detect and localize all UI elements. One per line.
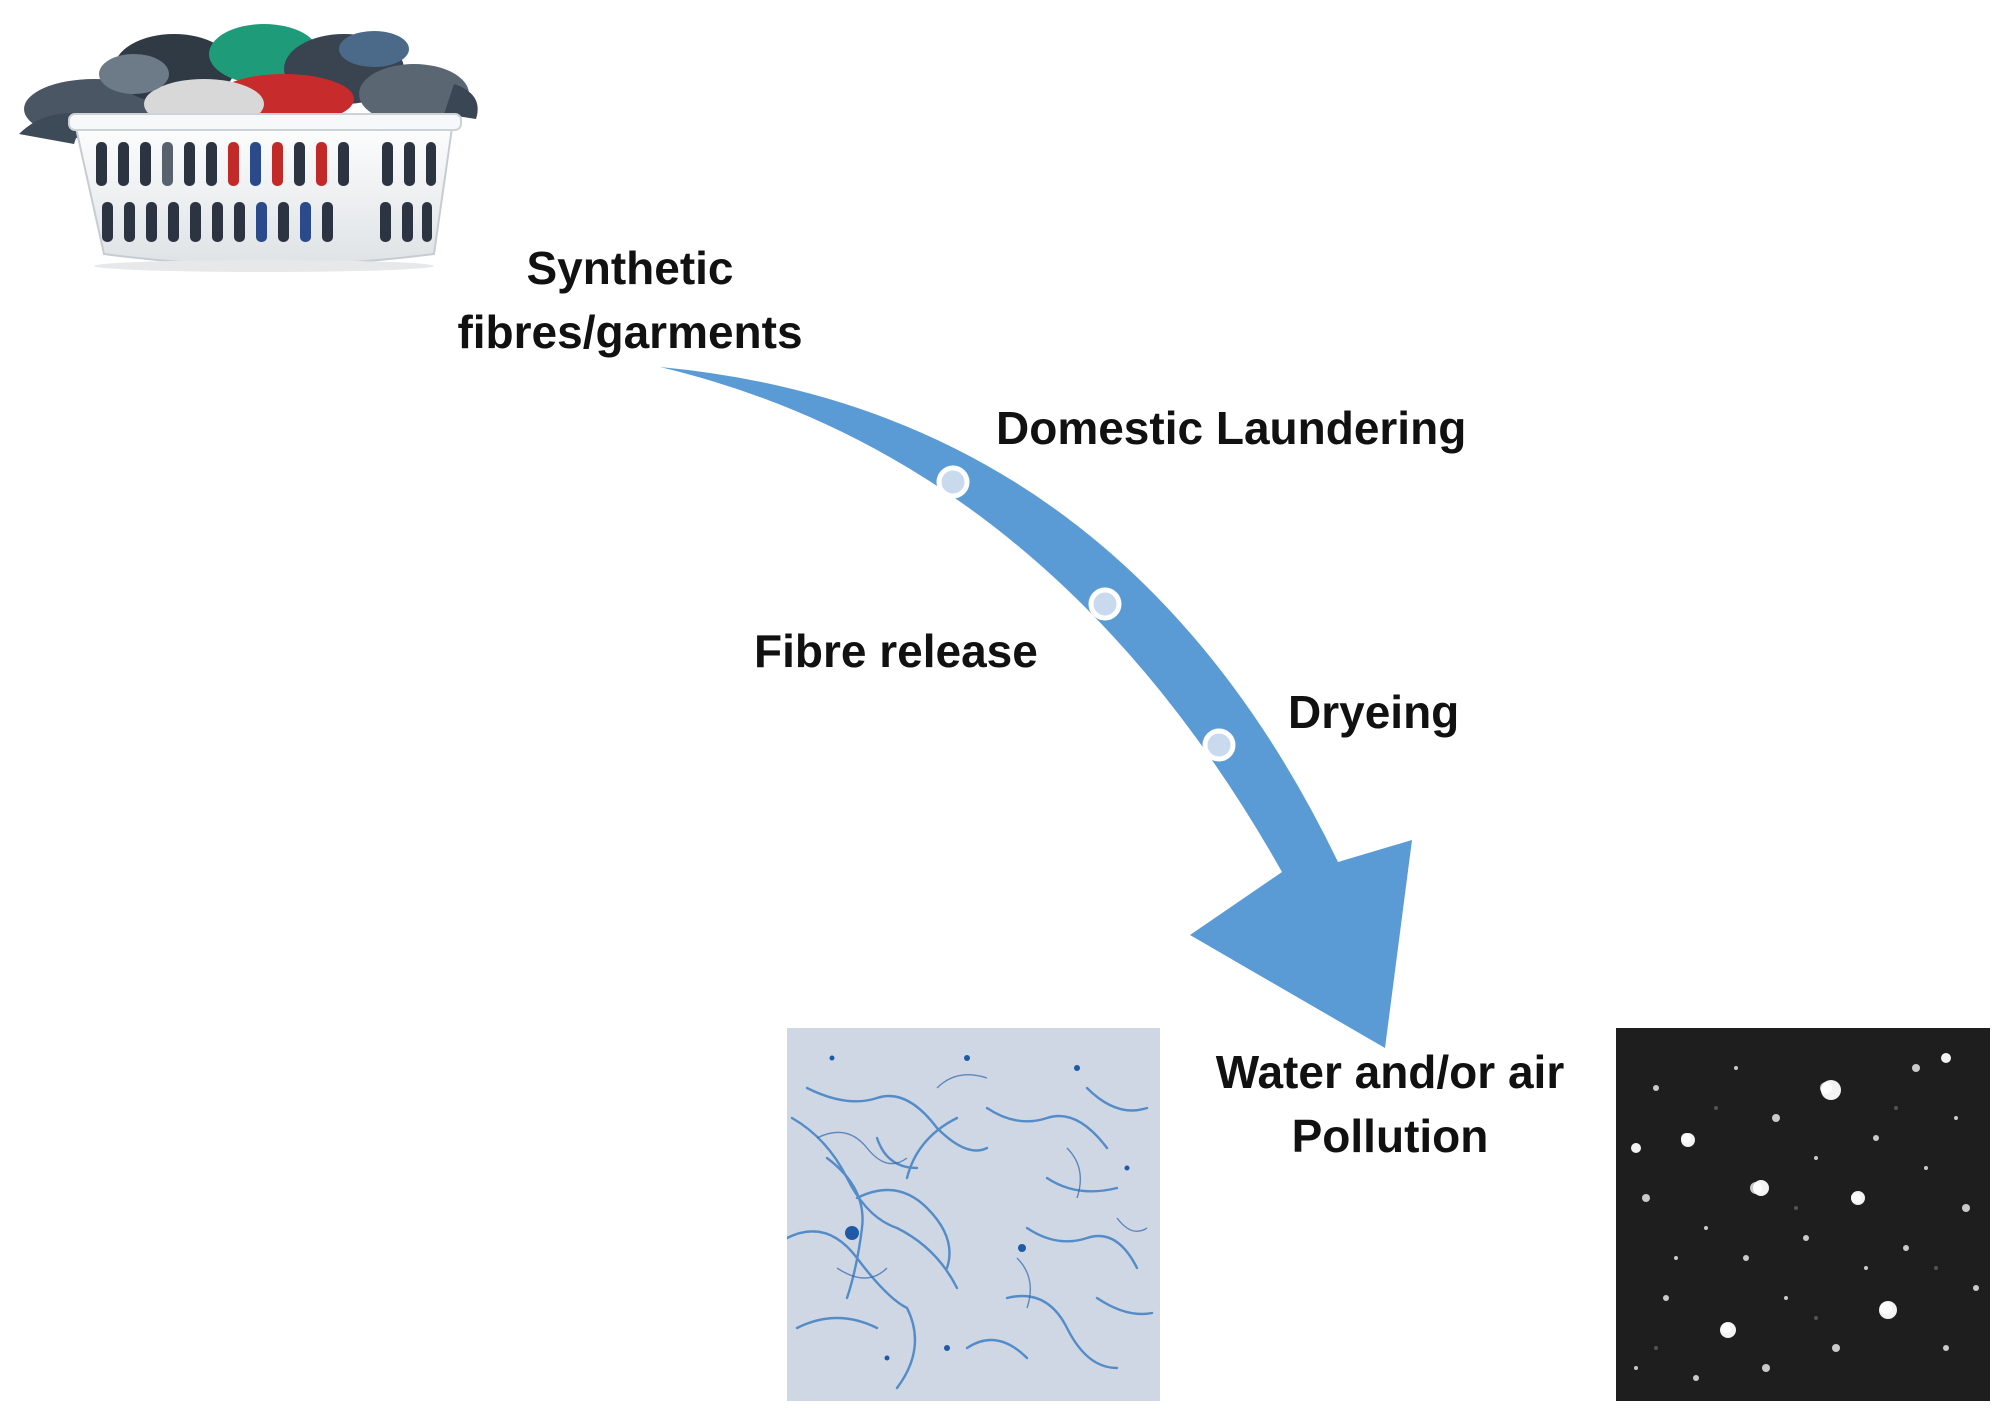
stained-fibre-micrograph	[787, 1028, 1160, 1401]
laundering-label: Domestic Laundering	[996, 402, 1467, 454]
dark-particle-micrograph	[1616, 1028, 1990, 1401]
stage-dot-laundering	[936, 465, 970, 499]
pollution-label-line2: Pollution	[1291, 1110, 1489, 1162]
pollution-label: Water and/or air Pollution	[1180, 1040, 1600, 1168]
source-label-line2: fibres/garments	[457, 306, 803, 358]
stage-dot-drying	[1202, 728, 1236, 762]
pollution-label-line1: Water and/or air	[1215, 1046, 1565, 1098]
drying-label: Dryeing	[1288, 686, 1460, 738]
source-label: Synthetic fibres/garments	[420, 236, 840, 364]
stage-dot-release	[1088, 587, 1122, 621]
source-label-line1: Synthetic	[526, 242, 734, 294]
fibre-release-label: Fibre release	[754, 625, 1038, 677]
laundry-basket-icon	[19, 24, 478, 272]
process-arrow	[660, 367, 1412, 1048]
